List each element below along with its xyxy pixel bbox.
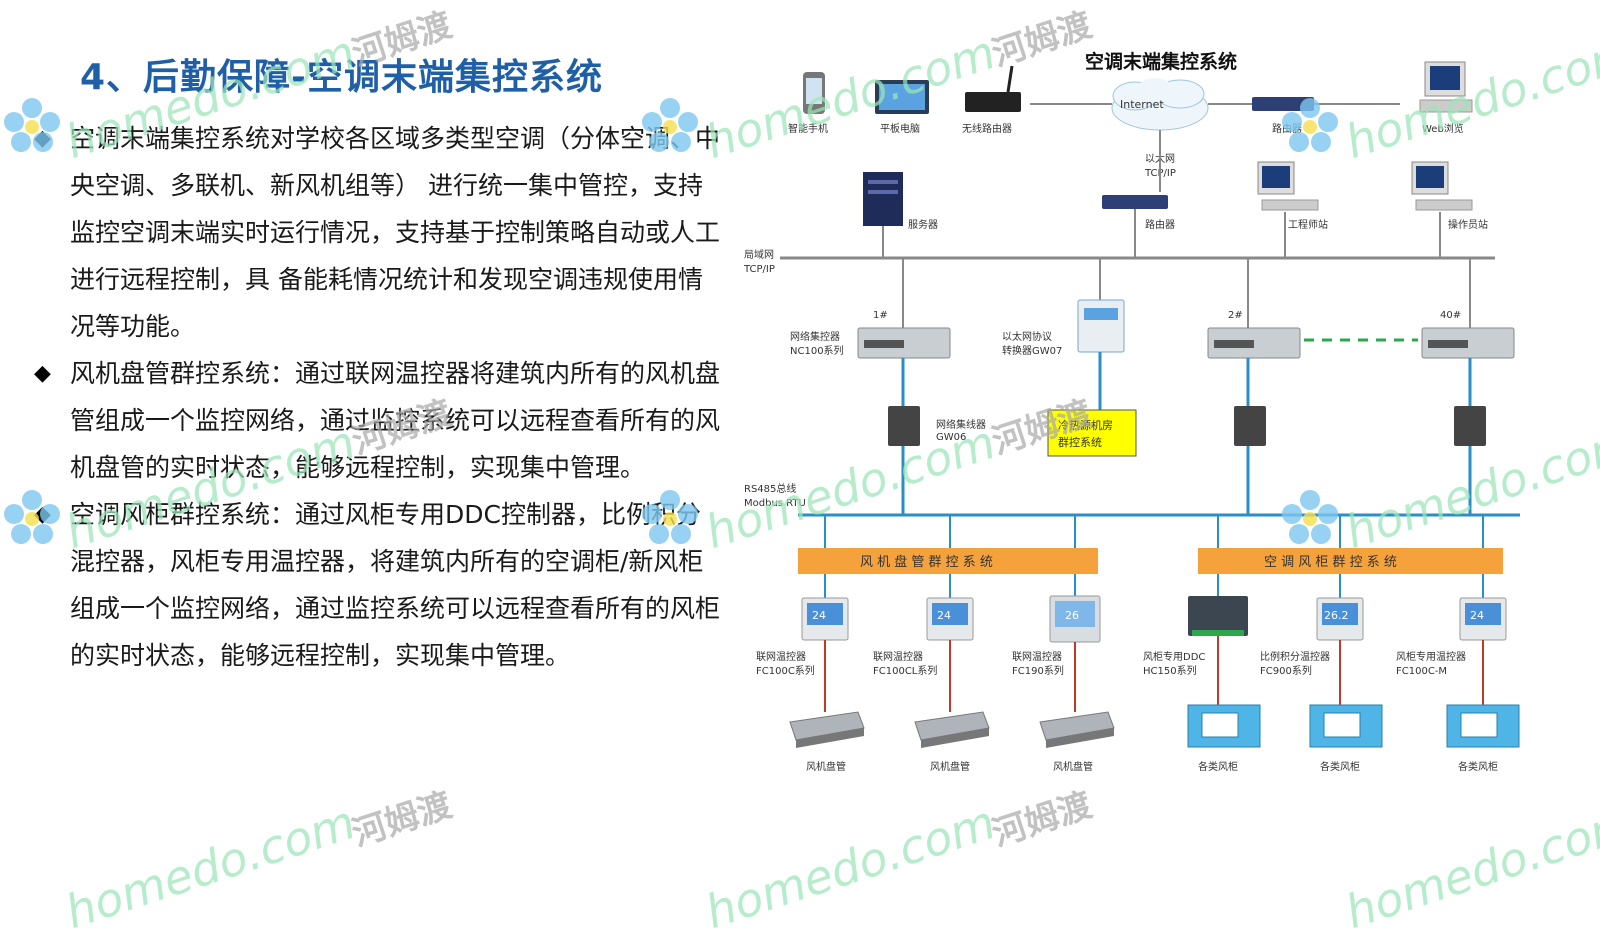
paragraph-1-text: 空调末端集控系统对学校各区域多类型空调（分体空调、中央空调、多联机、新风机组等）… <box>70 124 721 341</box>
thermostat-6-label-2: FC100C-M <box>1396 666 1447 677</box>
thermostat-3-display: 26 <box>1065 609 1079 622</box>
paragraph-1: ◆ 空调末端集控系统对学校各区域多类型空调（分体空调、中央空调、多联机、新风机组… <box>34 115 724 350</box>
thermostat-5-label-1: 比例积分温控器 <box>1260 650 1330 663</box>
diamond-bullet-icon: ◆ <box>34 361 51 386</box>
router-icon <box>1252 97 1314 111</box>
thermostat-1-display: 24 <box>812 609 826 622</box>
thermostat-1-label-2: FC100C系列 <box>756 664 815 677</box>
converter-label-2: 转换器GW07 <box>1002 344 1062 357</box>
bus-label-1: RS485总线 <box>744 482 796 495</box>
thermostat-6-display: 24 <box>1470 609 1484 622</box>
router-icon <box>1102 195 1168 209</box>
paragraph-3: ◆ 空调风柜群控系统：通过风柜专用DDC控制器，比例积分混控器，风柜专用温控器，… <box>34 491 724 679</box>
fan-coil-unit-1-icon <box>789 711 865 748</box>
thermostat-5-display: 26.2 <box>1324 609 1349 622</box>
unit-4-label: 各类风柜 <box>1198 760 1238 773</box>
router-mid-label: 路由器 <box>1145 218 1175 231</box>
thermostat-1-label-1: 联网温控器 <box>756 650 806 663</box>
operator-station-label: 操作员站 <box>1448 218 1488 231</box>
diamond-bullet-icon: ◆ <box>34 126 51 151</box>
web-pc-icon <box>1419 61 1473 113</box>
converter-label-1: 以太网协议 <box>1002 330 1052 343</box>
thermostat-2-label-2: FC100CL系列 <box>873 664 937 677</box>
internet-label: Internet <box>1120 98 1164 111</box>
thermostat-2-icon <box>926 597 974 641</box>
unit-2-label: 风机盘管 <box>930 760 970 773</box>
controller-label-2: NC100系列 <box>790 344 844 357</box>
slide-title: 4、后勤保障-空调末端集控系统 <box>80 57 603 98</box>
bus-label-2: Modbus RTU <box>744 498 806 509</box>
watermark-cn: 河姆渡 <box>347 785 457 855</box>
body-text: ◆ 空调末端集控系统对学校各区域多类型空调（分体空调、中央空调、多联机、新风机组… <box>34 115 724 679</box>
thermostat-6-label-1: 风柜专用温控器 <box>1396 650 1466 663</box>
paragraph-3-text: 空调风柜群控系统：通过风柜专用DDC控制器，比例积分混控器，风柜专用温控器，将建… <box>70 500 721 670</box>
server-label: 服务器 <box>908 218 938 231</box>
ahu-group-label: 空 调 风 柜 群 控 系 统 <box>1264 555 1397 570</box>
engineer-station-label: 工程师站 <box>1288 218 1328 231</box>
smartphone-icon <box>803 72 825 114</box>
tablet-label: 平板电脑 <box>880 122 920 135</box>
air-handler-1-icon <box>1187 704 1261 748</box>
gateway-40-icon <box>1454 406 1486 446</box>
thermostat-3-label-1: 联网温控器 <box>1012 650 1062 663</box>
network-controller-1-icon <box>857 327 951 359</box>
diagram-title: 空调末端集控系统 <box>1085 50 1237 73</box>
air-handler-2-icon <box>1309 704 1383 748</box>
system-diagram-svg: 空调末端集控系统 Internet 智能手机 平板电脑 无线路由器 路由器 We… <box>743 50 1520 773</box>
thermostat-4-label-2: HC150系列 <box>1143 664 1197 677</box>
tablet-icon <box>875 80 929 114</box>
paragraph-2-text: 风机盘管群控系统：通过联网温控器将建筑内所有的风机盘管组成一个监控网络，通过监控… <box>70 359 721 482</box>
fan-coil-unit-3-icon <box>1039 711 1115 748</box>
controller-2-number: 2# <box>1228 310 1243 321</box>
network-controller-2-icon <box>1207 327 1301 359</box>
unit-1-label: 风机盘管 <box>806 760 846 773</box>
thermostat-4-label-1: 风柜专用DDC <box>1143 650 1205 663</box>
phone-label: 智能手机 <box>788 122 828 135</box>
watermark-logo: homedo.com <box>59 794 362 939</box>
protocol-converter-icon <box>1077 299 1125 353</box>
thermostat-3-icon <box>1049 595 1101 643</box>
ahu-group-bar <box>1198 548 1503 574</box>
gateway-2-icon <box>1234 406 1266 446</box>
wifi-router-label: 无线路由器 <box>962 122 1012 135</box>
controller-40-number: 40# <box>1440 310 1461 321</box>
fcu-group-label: 风 机 盘 管 群 控 系 统 <box>860 554 993 570</box>
engineer-station-icon <box>1257 161 1319 211</box>
gateway-1-icon <box>888 406 920 446</box>
lan-label-2: TCP/IP <box>743 264 775 275</box>
internet-cloud-icon <box>1111 78 1209 131</box>
fan-coil-unit-2-icon <box>914 711 990 748</box>
network-controller-40-icon <box>1421 327 1515 359</box>
thermostat-5-icon <box>1316 597 1364 641</box>
unit-5-label: 各类风柜 <box>1320 760 1360 773</box>
thermostat-6-icon <box>1459 597 1507 641</box>
paragraph-2: ◆ 风机盘管群控系统：通过联网温控器将建筑内所有的风机盘管组成一个监控网络，通过… <box>34 350 724 491</box>
wireless-router-icon <box>965 65 1021 112</box>
router-top-label: 路由器 <box>1272 122 1302 135</box>
gateway-label-2: GW06 <box>936 432 966 443</box>
unit-3-label: 风机盘管 <box>1053 760 1093 773</box>
lan-label-1: 局域网 <box>744 248 774 261</box>
chiller-label-1: 冷热源机房 <box>1058 418 1113 432</box>
chiller-group-box <box>1047 409 1137 457</box>
thermostat-2-label-1: 联网温控器 <box>873 650 923 663</box>
chiller-label-2: 群控系统 <box>1058 435 1102 449</box>
system-diagram: 空调末端集控系统 Internet 智能手机 平板电脑 无线路由器 路由器 We… <box>740 0 1600 900</box>
web-label: Web浏览 <box>1422 122 1464 135</box>
unit-6-label: 各类风柜 <box>1458 760 1498 773</box>
thermostat-3-label-2: FC190系列 <box>1012 664 1064 677</box>
air-handler-3-icon <box>1446 704 1520 748</box>
server-icon <box>863 172 903 226</box>
thermostat-5-label-2: FC900系列 <box>1260 664 1312 677</box>
diamond-bullet-icon: ◆ <box>34 502 51 527</box>
operator-station-icon <box>1411 161 1473 211</box>
controller-label-1: 网络集控器 <box>790 330 840 343</box>
thermostat-2-display: 24 <box>937 609 951 622</box>
fcu-group-bar <box>798 548 1098 574</box>
gateway-label-1: 网络集线器 <box>936 418 986 431</box>
ddc-controller-icon <box>1188 596 1248 636</box>
controller-1-number: 1# <box>873 310 888 321</box>
